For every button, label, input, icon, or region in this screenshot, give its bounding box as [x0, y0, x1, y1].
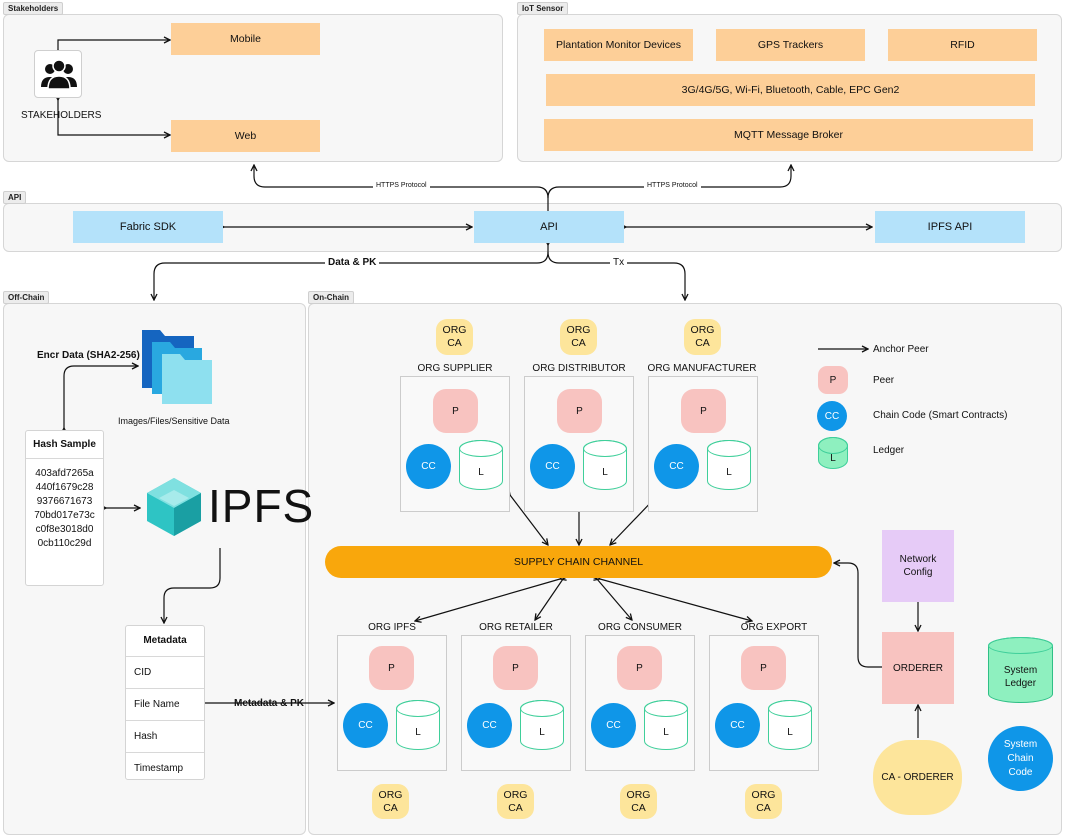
https-left-label: HTTPS Protocol — [373, 182, 430, 189]
cc-distributor: CC — [530, 444, 575, 489]
iot-tag: IoT Sensor — [517, 2, 569, 15]
hash-line: 9376671673 — [36, 496, 93, 507]
network-protocols-box: 3G/4G/5G, Wi-Fi, Bluetooth, Cable, EPC G… — [546, 74, 1035, 106]
ipfs-wordmark: IPFS — [208, 480, 315, 532]
peer-retailer: P — [493, 646, 538, 690]
ipfs-cube-icon — [147, 478, 201, 536]
org-export-title: ORG EXPORT — [740, 622, 808, 633]
org-ca-ipfs: ORG CA — [372, 784, 409, 819]
ledger-distributor: L — [583, 440, 627, 490]
org-ca-distributor: ORG CA — [560, 319, 597, 355]
metadata-row-filename: File Name — [126, 688, 204, 720]
ledger-export: L — [768, 700, 812, 750]
peer-manufacturer: P — [681, 389, 726, 433]
org-distributor-title: ORG DISTRIBUTOR — [532, 363, 626, 374]
stakeholders-icon — [34, 50, 82, 98]
metadata-row-hash: Hash — [126, 720, 204, 752]
cc-retailer: CC — [467, 703, 512, 748]
stakeholders-tag: Stakeholders — [3, 2, 64, 15]
ledger-ipfs: L — [396, 700, 440, 750]
ledger-consumer: L — [644, 700, 688, 750]
rfid-box: RFID — [888, 29, 1037, 61]
encr-data-label: Encr Data (SHA2-256) — [34, 350, 143, 361]
ledger-supplier: L — [459, 440, 503, 490]
ipfs-api-box: IPFS API — [875, 211, 1025, 243]
legend-anchor-label: Anchor Peer — [873, 344, 929, 355]
https-right-label: HTTPS Protocol — [644, 182, 701, 189]
cc-consumer: CC — [591, 703, 636, 748]
hash-sample-title: Hash Sample — [26, 431, 103, 459]
metadata-row-timestamp: Timestamp — [126, 752, 204, 784]
orderer-box: ORDERER — [882, 632, 954, 704]
metadata-title: Metadata — [143, 635, 187, 646]
peer-export: P — [741, 646, 786, 690]
hash-line: 0cb110c29d — [37, 538, 92, 549]
peer-distributor: P — [557, 389, 602, 433]
stakeholders-label: STAKEHOLDERS — [21, 110, 102, 121]
mobile-box: Mobile — [171, 23, 320, 55]
peer-supplier: P — [433, 389, 478, 433]
data-pk-label: Data & PK — [325, 257, 380, 268]
legend-cc-symbol: CC — [817, 401, 847, 431]
hash-line: 70bd017e73c — [34, 510, 95, 521]
org-ca-retailer: ORG CA — [497, 784, 534, 819]
system-chain-code: System Chain Code — [988, 726, 1053, 791]
offchain-tag: Off-Chain — [3, 291, 50, 304]
legend-peer-symbol: P — [818, 366, 848, 394]
legend-ledger-symbol: L — [818, 437, 848, 469]
cc-manufacturer: CC — [654, 444, 699, 489]
legend-peer-label: Peer — [873, 375, 895, 386]
cc-supplier: CC — [406, 444, 451, 489]
folder-icon — [142, 330, 212, 404]
web-box: Web — [171, 120, 320, 152]
hash-line: 403afd7265a — [35, 468, 94, 479]
supply-chain-channel: SUPPLY CHAIN CHANNEL — [325, 546, 832, 578]
org-ca-supplier: ORG CA — [436, 319, 473, 355]
hash-sample-card: Hash Sample 403afd7265a 440f1679c28 9376… — [25, 430, 104, 586]
org-supplier-title: ORG SUPPLIER — [417, 363, 493, 374]
org-ca-export: ORG CA — [745, 784, 782, 819]
tx-label: Tx — [610, 257, 628, 268]
gps-trackers-box: GPS Trackers — [716, 29, 865, 61]
org-ipfs-title: ORG IPFS — [368, 622, 416, 633]
api-tag: API — [3, 191, 27, 204]
network-config-box: Network Config — [882, 530, 954, 602]
org-consumer-title: ORG CONSUMER — [598, 622, 682, 633]
files-label: Images/Files/Sensitive Data — [118, 416, 230, 426]
ledger-retailer: L — [520, 700, 564, 750]
org-retailer-title: ORG RETAILER — [479, 622, 553, 633]
ca-orderer-box: CA - ORDERER — [873, 740, 962, 815]
api-box: API — [474, 211, 624, 243]
org-ca-manufacturer: ORG CA — [684, 319, 721, 355]
metadata-row-cid: CID — [126, 656, 204, 688]
legend-cc-label: Chain Code (Smart Contracts) — [873, 410, 1008, 421]
system-ledger: System Ledger — [988, 637, 1053, 703]
metadata-pk-label: Metadata & PK — [234, 698, 305, 709]
mqtt-broker-box: MQTT Message Broker — [544, 119, 1033, 151]
peer-ipfs: P — [369, 646, 414, 690]
peer-consumer: P — [617, 646, 662, 690]
cc-ipfs: CC — [343, 703, 388, 748]
org-manufacturer-title: ORG MANUFACTURER — [647, 363, 757, 374]
cc-export: CC — [715, 703, 760, 748]
legend-ledger-label: Ledger — [873, 445, 905, 456]
fabric-sdk-box: Fabric SDK — [73, 211, 223, 243]
ledger-manufacturer: L — [707, 440, 751, 490]
hash-line: 440f1679c28 — [35, 482, 94, 493]
plantation-monitor-box: Plantation Monitor Devices — [544, 29, 693, 61]
metadata-card: Metadata CID File Name Hash Timestamp — [125, 625, 205, 780]
hash-line: c0f8e3018d0 — [35, 524, 94, 535]
org-ca-consumer: ORG CA — [620, 784, 657, 819]
